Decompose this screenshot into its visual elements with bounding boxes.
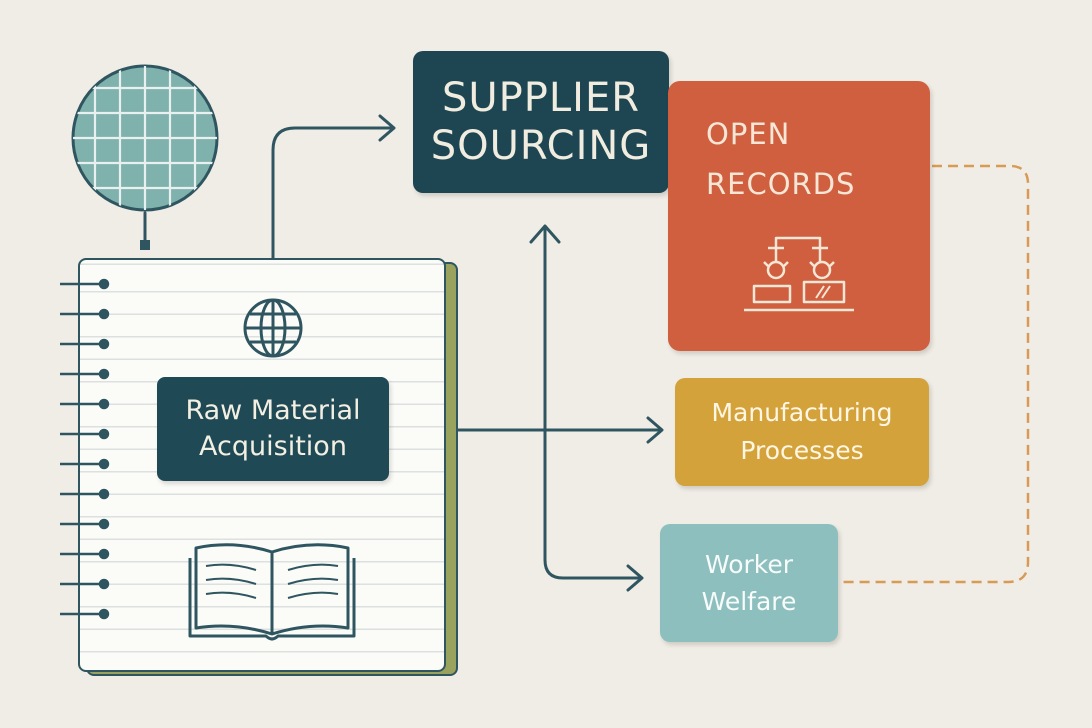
open-records-node: OPEN RECORDS bbox=[668, 81, 930, 351]
connector-trunk-to-worker bbox=[543, 558, 642, 580]
arrowhead-worker bbox=[626, 564, 644, 592]
raw-material-acquisition-node: Raw Material Acquisition bbox=[157, 377, 389, 481]
manufacturing-processes-node: Manufacturing Processes bbox=[675, 378, 929, 486]
raw-material-label: Raw Material Acquisition bbox=[185, 395, 361, 462]
open-book-icon bbox=[188, 543, 356, 641]
globe-icon bbox=[243, 298, 303, 358]
connector-notebook-to-supplier bbox=[271, 126, 394, 262]
open-records-label: OPEN RECORDS bbox=[706, 117, 856, 201]
grid-globe-icon bbox=[71, 64, 219, 212]
spiral-binding-icon bbox=[60, 278, 110, 620]
arrowhead-supplier bbox=[378, 114, 396, 142]
worker-welfare-label: Worker Welfare bbox=[701, 550, 797, 616]
supplier-sourcing-label: SUPPLIER SOURCING bbox=[430, 75, 652, 169]
worker-welfare-node: Worker Welfare bbox=[660, 524, 838, 642]
arrowhead-trunk-up bbox=[529, 224, 561, 244]
supplier-sourcing-node: SUPPLIER SOURCING bbox=[413, 51, 669, 193]
assembly-line-icon bbox=[744, 236, 854, 312]
grid-globe-stem-node bbox=[140, 240, 150, 250]
arrowhead-manufacturing bbox=[646, 416, 664, 444]
manufacturing-label: Manufacturing Processes bbox=[711, 398, 893, 465]
